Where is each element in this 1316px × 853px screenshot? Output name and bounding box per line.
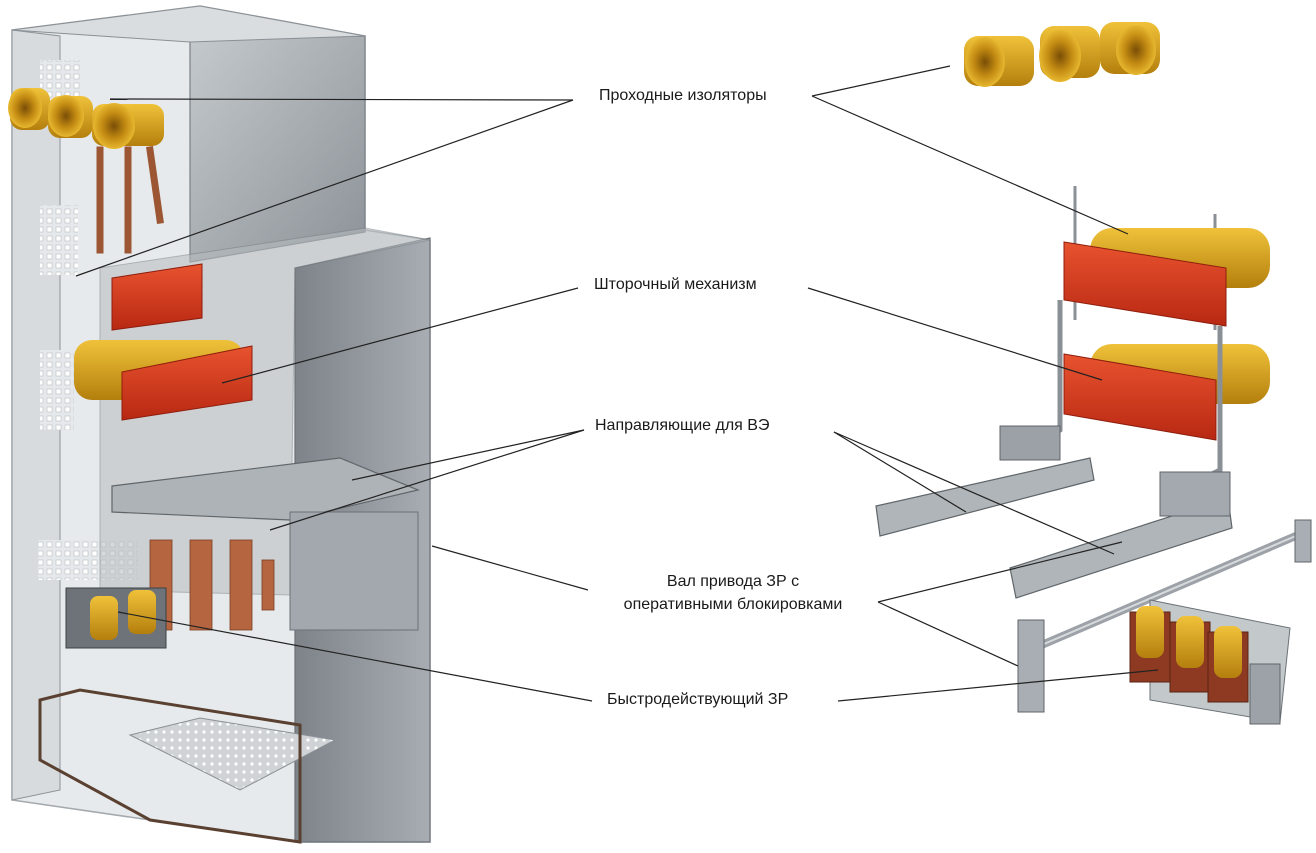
cabinet-bottom-frame [38,688,302,844]
leader-shaft-cabinet [431,545,589,591]
leader-earthing-assembly [837,669,1159,702]
switchgear-cabinet-illustration [8,5,431,844]
exploded-components-illustration [875,22,1312,725]
leader-shutter-cabinet [221,287,579,384]
cabinet-drive-box [289,511,419,631]
label-drive-shaft-line1: Вал привода ЗР с [666,573,800,590]
left-vent-top [40,205,78,275]
leader-rails-cabinet-a [351,429,585,481]
fast-earthing-switch-assembly [1129,599,1291,725]
label-bushings: Проходные изоляторы [599,87,767,104]
leader-shaft-assembly-a [877,541,1123,603]
leader-bushings-cabinet [109,98,574,101]
cabinet-shutter-upper [111,263,203,331]
leader-bushings-loose [811,65,951,97]
cabinet-floor-perforated [128,717,337,791]
cabinet-earthing-switch [65,587,167,649]
label-drive-shaft-line2: оперативными блокировками [623,596,843,613]
leader-earthing-cabinet [117,611,593,702]
cabinet-rails [111,457,420,521]
leader-shaft-assembly-b [877,601,1019,667]
cabinet-shutter-lower [121,345,253,421]
label-fast-earthing-switch: Быстродействующий ЗР [607,691,789,708]
top-compartment-front [189,35,366,263]
leader-shutter-assembly [807,287,1103,381]
label-shutter-mechanism: Шторочный механизм [594,276,757,293]
cabinet-busbars [96,146,164,254]
shutter-plate-lower [1063,353,1217,441]
truck-guide-rails [875,457,1233,599]
leader-lines [75,65,1159,702]
left-vent-mid [40,350,74,430]
top-compartment-roof [11,5,366,43]
loose-bushings [964,22,1160,87]
leader-bushings-cabinet-lower [75,99,574,277]
cabinet-bushings [8,88,164,149]
shutter-mechanism-assembly [999,186,1270,493]
cabinet-lower-copper [149,539,275,631]
leader-bushings-assembly [811,95,1129,235]
shutter-plate-upper [1063,241,1227,327]
label-truck-guide-rails: Направляющие для ВЭ [595,417,770,434]
drive-shaft-assembly [1017,519,1312,713]
leader-rails-cabinet-b [269,429,585,531]
leader-rails-assembly-a [833,431,967,513]
leader-rails-assembly-b [833,431,1115,555]
